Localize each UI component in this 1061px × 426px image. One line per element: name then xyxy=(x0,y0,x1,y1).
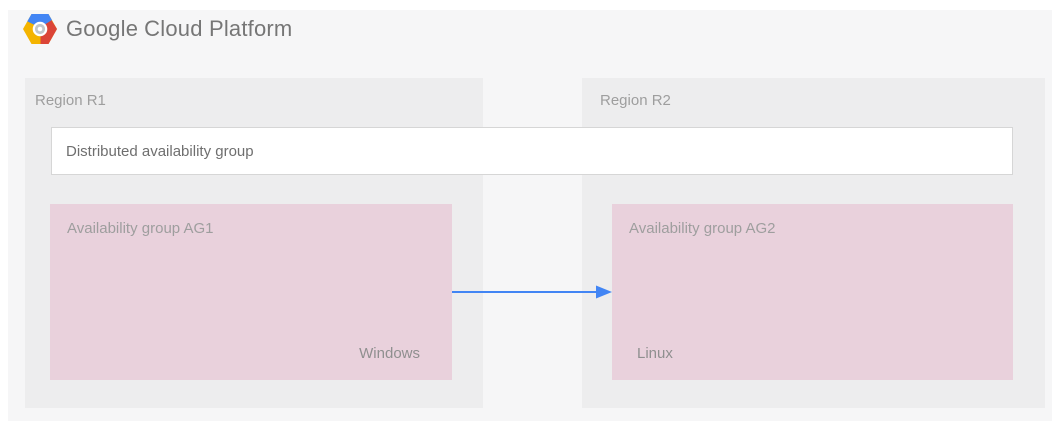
distributed-availability-group-label: Distributed availability group xyxy=(66,142,254,160)
availability-group-ag2-box: Availability group AG2 Linux xyxy=(612,204,1013,380)
region-r2-label: Region R2 xyxy=(600,92,671,109)
ag2-os-label: Linux xyxy=(637,345,673,362)
availability-group-ag1-label: Availability group AG1 xyxy=(67,220,214,237)
brand-word-cloud-platform: Cloud Platform xyxy=(144,16,293,41)
brand-word-google: Google xyxy=(66,16,139,41)
availability-group-ag1-box: Availability group AG1 Windows xyxy=(50,204,452,380)
availability-group-ag2-label: Availability group AG2 xyxy=(629,220,776,237)
distributed-availability-group-box: Distributed availability group xyxy=(51,127,1013,175)
replication-arrow-icon xyxy=(452,285,612,299)
ag1-os-label: Windows xyxy=(359,345,420,362)
region-r1-label: Region R1 xyxy=(35,92,106,109)
gcp-hexagon-icon xyxy=(23,14,57,44)
